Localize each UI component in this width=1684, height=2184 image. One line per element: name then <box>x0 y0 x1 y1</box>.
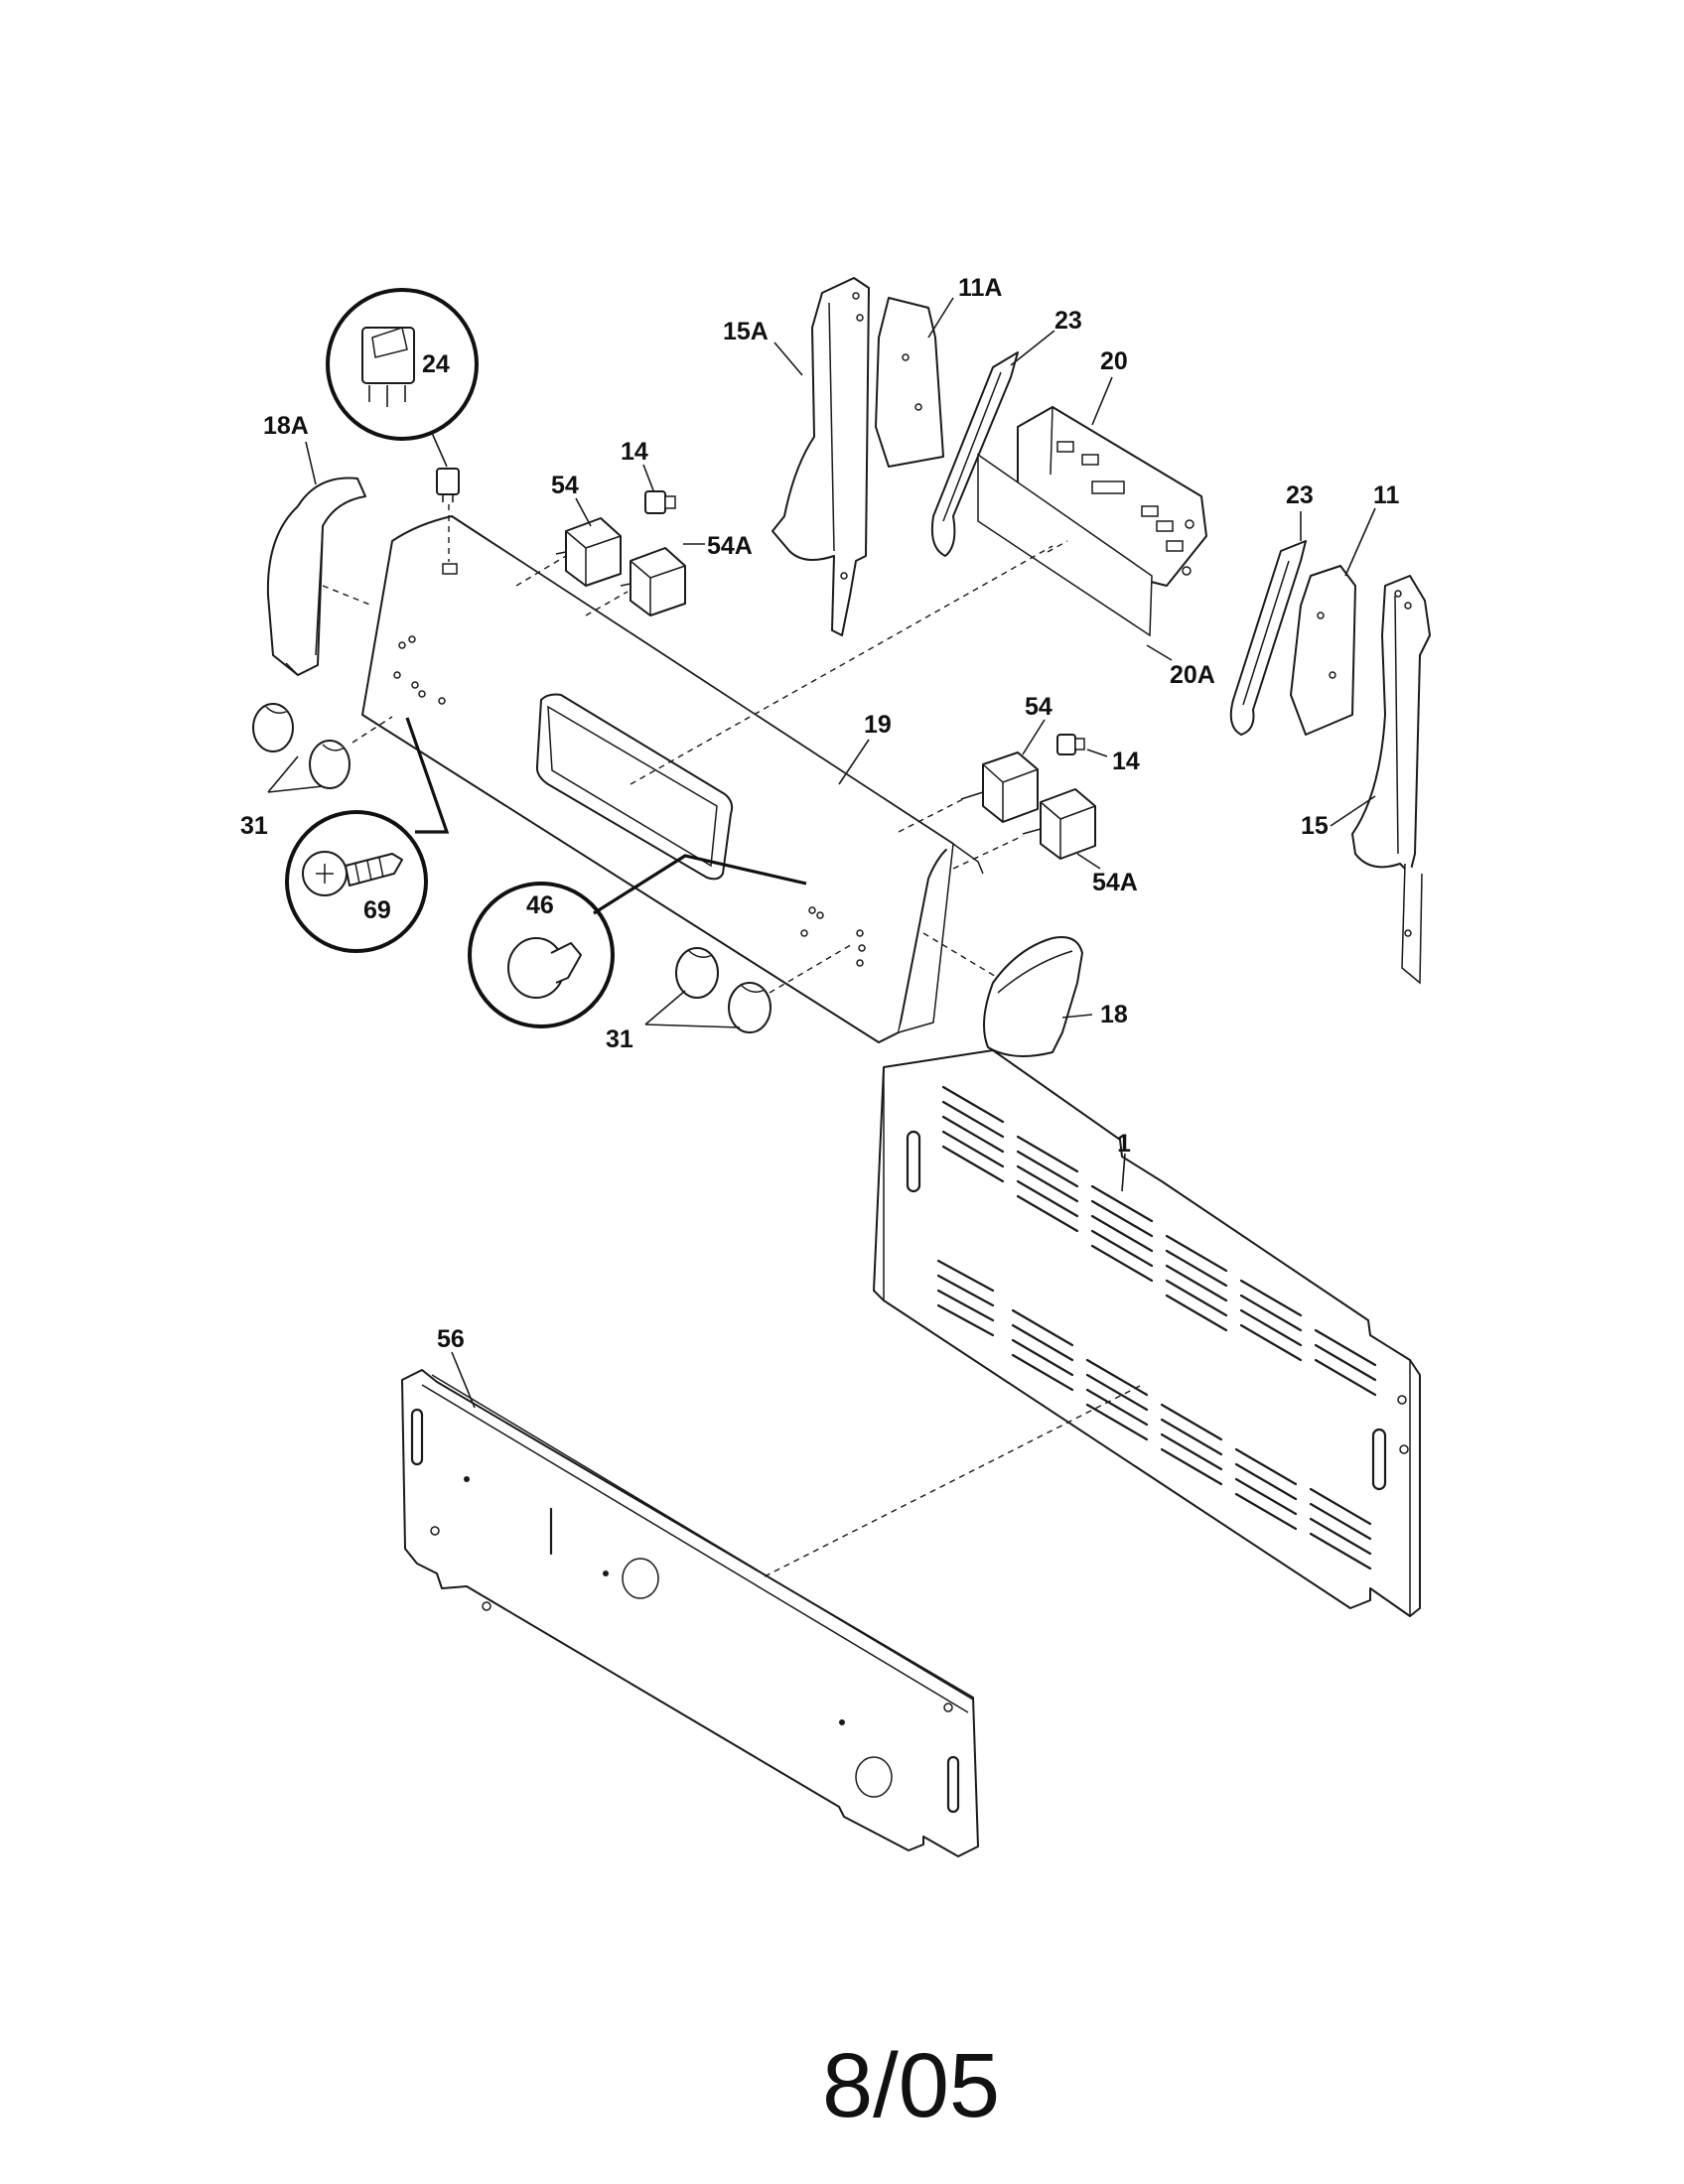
label-19: 19 <box>864 711 892 739</box>
switch-54-right <box>960 751 1039 823</box>
label-1: 1 <box>1117 1130 1131 1158</box>
label-11a: 11A <box>958 274 1002 302</box>
label-54-right: 54 <box>1025 693 1052 721</box>
screw-callout: 69 <box>285 810 428 953</box>
lower-louvers <box>936 1259 1372 1570</box>
side-bracket-15 <box>1351 575 1431 985</box>
rocker-switch-callout: 24 <box>326 288 479 441</box>
label-31-bottom: 31 <box>606 1025 633 1053</box>
label-18a: 18A <box>263 412 309 440</box>
wire-clamp-23-right <box>1229 540 1307 736</box>
heat-shield-11 <box>1290 565 1356 736</box>
wire-clamp-23-top <box>930 351 1019 557</box>
label-54a-right: 54A <box>1092 869 1138 896</box>
lower-back-panel <box>401 1369 979 1857</box>
switch-14-top <box>644 490 676 514</box>
switch-54a-right <box>1022 788 1096 860</box>
label-14-right: 14 <box>1112 748 1140 775</box>
label-20a: 20A <box>1170 661 1215 689</box>
label-54-top: 54 <box>551 472 579 499</box>
label-14-top: 14 <box>621 438 648 466</box>
label-54a-top: 54A <box>707 532 753 560</box>
end-trim-right <box>983 936 1083 1057</box>
knobs-left <box>252 703 351 789</box>
leader-19 <box>838 739 870 785</box>
label-24: 24 <box>422 350 450 378</box>
label-18: 18 <box>1100 1001 1128 1028</box>
upper-louvers <box>941 1085 1377 1397</box>
label-23-right: 23 <box>1286 481 1314 509</box>
label-15a: 15A <box>723 318 769 345</box>
label-23-top: 23 <box>1054 307 1082 335</box>
date-code: 8/05 <box>822 2035 1000 2136</box>
rear-panel <box>873 1049 1421 1617</box>
label-11: 11 <box>1373 481 1400 509</box>
switch-14-right <box>1056 734 1085 755</box>
control-panel-backguard <box>361 515 984 1043</box>
heat-shield-11a <box>875 297 944 468</box>
side-bracket-15a <box>772 277 870 636</box>
switch-54-top <box>555 517 622 587</box>
label-15: 15 <box>1301 812 1329 840</box>
label-69: 69 <box>363 896 391 924</box>
overlay-20a <box>977 453 1153 637</box>
switch-54a-top <box>620 547 686 616</box>
end-trim-left <box>266 477 366 676</box>
push-button-callout: 46 <box>468 882 615 1028</box>
knobs-bottom <box>675 947 772 1033</box>
leader-24 <box>431 432 448 468</box>
label-31-left: 31 <box>240 812 268 840</box>
label-56: 56 <box>437 1325 465 1353</box>
label-20: 20 <box>1100 347 1128 375</box>
rocker-switch <box>436 468 460 502</box>
label-46: 46 <box>526 891 554 919</box>
